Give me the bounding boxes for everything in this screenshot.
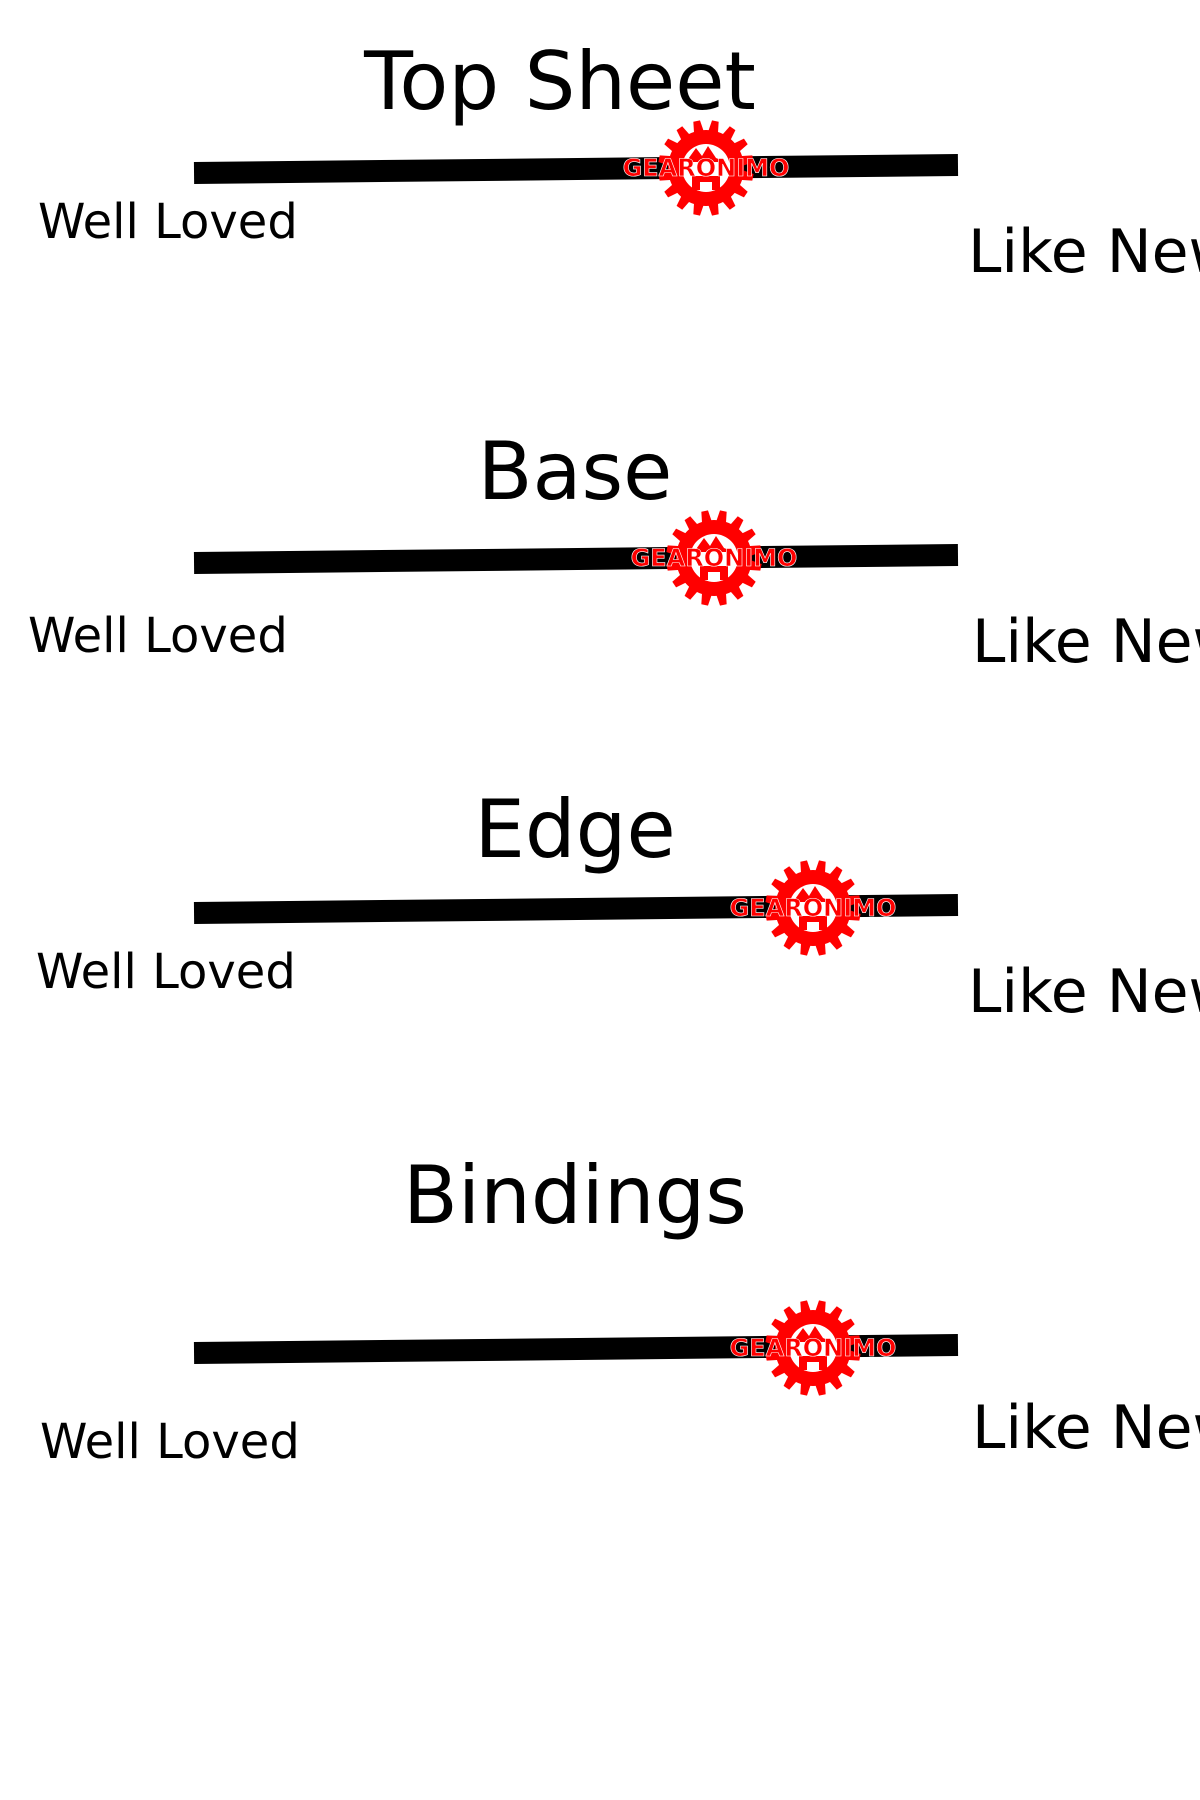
gear-logo-icon: GEARONIMO [729,860,897,956]
condition-marker: GEARONIMO [614,508,814,608]
left-end-label: Well Loved [38,194,298,250]
castle-icon [691,176,720,190]
castle-icon [798,1356,827,1370]
gear-logo-icon: GEARONIMO [622,120,790,216]
right-end-label: Like New [972,607,1200,677]
condition-marker: GEARONIMO [713,1298,913,1398]
left-end-label: Well Loved [40,1414,300,1470]
logo-text: GEARONIMO [622,154,789,182]
logo-text: GEARONIMO [729,1334,896,1362]
condition-track [193,544,959,574]
left-end-label: Well Loved [28,608,288,664]
scale-base: Base Well Loved Like New GEARONIMO [0,390,1200,710]
right-end-label: Like New [972,1393,1200,1463]
mountain-icon [693,536,734,552]
condition-marker: GEARONIMO [606,118,806,218]
scale-title: Base [477,425,673,518]
scale-title: Bindings [403,1149,747,1242]
gear-logo-icon: GEARONIMO [630,510,797,606]
logo-text: GEARONIMO [729,894,896,922]
scale-title: Top Sheet [364,35,756,128]
mountain-icon [792,886,833,902]
logo-text: GEARONIMO [630,544,797,572]
gear-logo-icon: GEARONIMO [729,1300,897,1396]
condition-marker: GEARONIMO [713,858,913,958]
condition-track [193,154,959,184]
scale-title: Edge [474,783,676,876]
right-end-label: Like New [968,957,1200,1027]
castle-icon [798,916,827,930]
castle-icon [699,566,728,580]
scale-edge: Edge Well Loved Like New GEARONIMO [0,740,1200,1060]
right-end-label: Like New [968,217,1200,287]
left-end-label: Well Loved [36,944,296,1000]
mountain-icon [792,1326,833,1342]
mountain-icon [685,146,726,162]
scale-top-sheet: Top Sheet Well Loved Like New GEARONIMO [0,0,1200,320]
scale-bindings: Bindings Well Loved Like New GEARONIMO [0,1150,1200,1470]
